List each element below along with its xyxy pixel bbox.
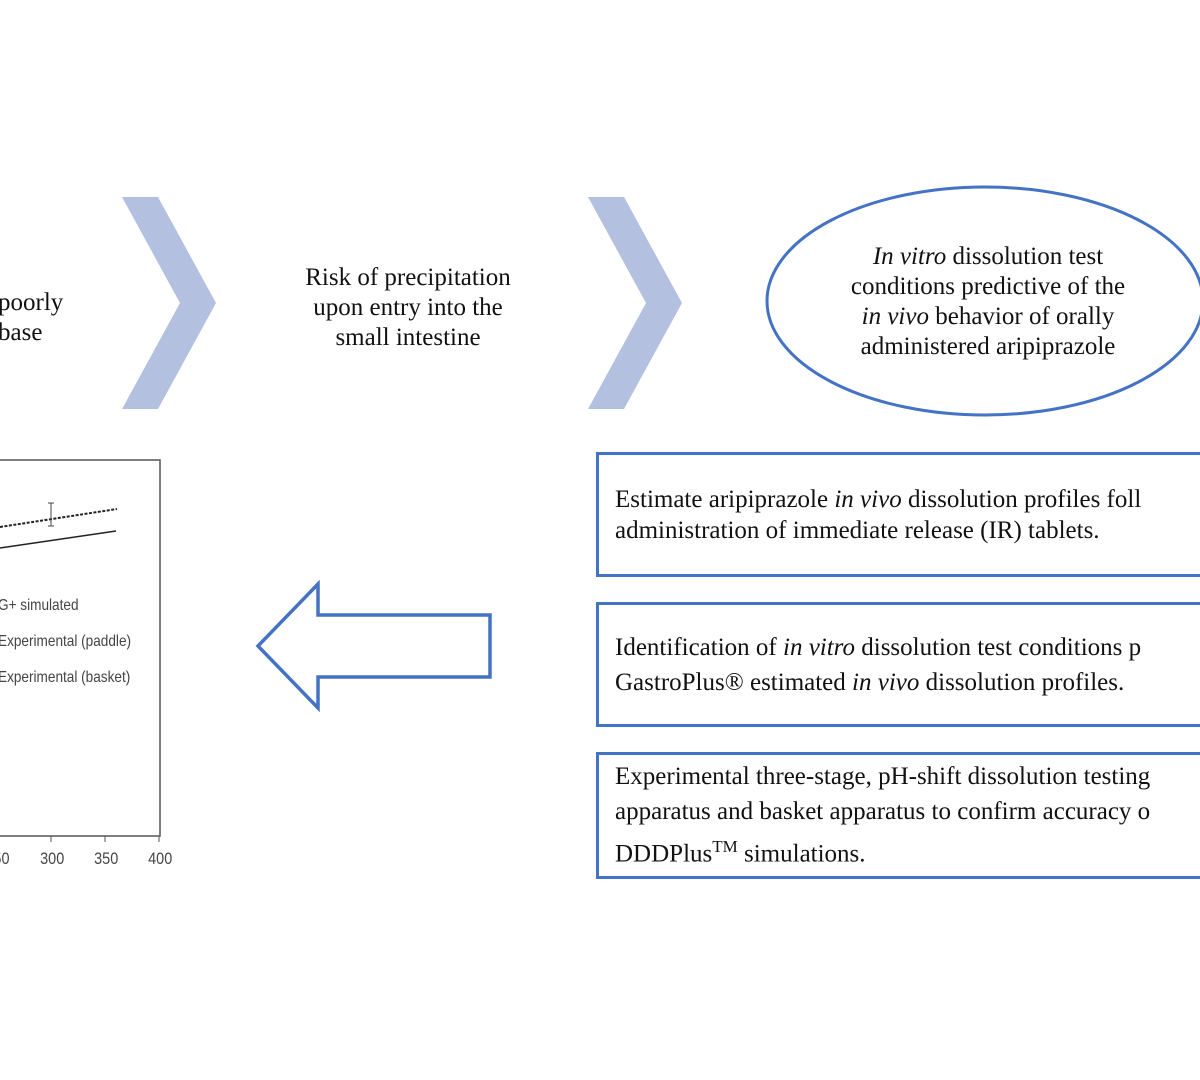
goal-text-part: behavior of orally [928,303,1115,330]
chevron-arrow-2 [588,197,682,409]
x-tick: 50 [0,849,10,868]
box-italic: in vitro [783,633,855,661]
legend-item: Experimental (paddle) [0,633,132,650]
paddle-series [0,508,118,528]
x-tick: 400 [148,849,173,868]
trademark: TM [712,837,738,857]
box-text: GastroPlus® estimated [615,668,853,696]
dissolution-chart [0,459,161,842]
goal-line: conditions predictive of the [850,273,1126,300]
step2-text: Risk of precipitation upon entry into th… [268,263,548,353]
simulated-series [0,530,117,549]
x-tick: 350 [94,849,119,868]
chevron-arrow-1 [122,197,216,409]
goal-text: In vitro dissolution test conditions pre… [808,242,1168,362]
goal-line: administered aripiprazole [860,333,1116,360]
goal-text-part: dissolution test [946,243,1104,270]
box-text: administration of immediate release (IR)… [615,516,1100,544]
x-tick: 300 [40,849,65,868]
step-box-estimate: Estimate aripiprazole in vivo dissolutio… [596,452,1200,577]
box-text: dissolution profiles foll [901,485,1142,513]
goal-italic: in vivo [861,303,929,330]
step2-line: upon entry into the [313,294,503,321]
step2-line: small intestine [335,324,481,351]
goal-ellipse [765,185,1200,417]
step-box-experimental: Experimental three-stage, pH-shift disso… [596,752,1200,879]
box-italic: in vivo [852,668,920,696]
left-arrow [255,580,492,712]
step2-line: Risk of precipitation [305,264,511,291]
legend-item: Experimental (basket) [0,669,131,686]
step1-line: base [0,319,43,346]
box-text: apparatus and basket apparatus to confir… [615,798,1151,826]
box-text: dissolution profiles. [919,668,1125,696]
step1-text: poorly base [0,288,63,348]
step-box-identification: Identification of in vitro dissolution t… [596,602,1200,727]
box-text: simulations. [737,840,866,868]
box-text: dissolution test conditions p [855,633,1142,661]
box-text: DDDPlus [615,840,713,868]
box-text: Identification of [615,633,783,661]
goal-italic: In vitro [872,243,947,270]
legend-item: G+ simulated [0,597,79,614]
box-text: Experimental three-stage, pH-shift disso… [615,763,1151,791]
step1-line: poorly [0,289,64,316]
box-text: Estimate aripiprazole [615,485,835,513]
box-italic: in vivo [834,485,902,513]
